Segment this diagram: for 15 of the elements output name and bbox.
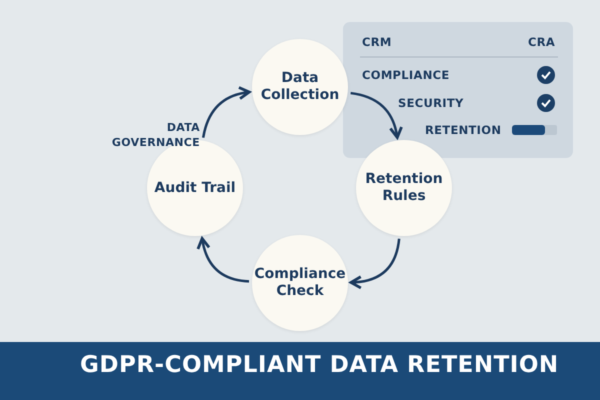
step-label: Data Collection: [260, 70, 340, 104]
row-label: COMPLIANCE: [362, 68, 450, 82]
side-label: DATA GOVERNANCE: [110, 120, 200, 151]
row-label: SECURITY: [398, 96, 464, 110]
cycle-arrow: [350, 92, 402, 139]
column-header: CRM: [362, 35, 392, 49]
cycle-arrow: [350, 238, 400, 289]
column-header: CRA: [528, 35, 556, 49]
step-label: Audit Trail: [154, 180, 236, 196]
title: GDPR-COMPLIANT DATA RETENTION: [80, 352, 559, 378]
row-label: RETENTION: [425, 123, 502, 137]
step-label: Compliance Check: [253, 266, 347, 300]
cycle-arrow: [202, 86, 251, 138]
step-label: Retention Rules: [364, 171, 444, 205]
cycle-arrow: [197, 237, 250, 283]
